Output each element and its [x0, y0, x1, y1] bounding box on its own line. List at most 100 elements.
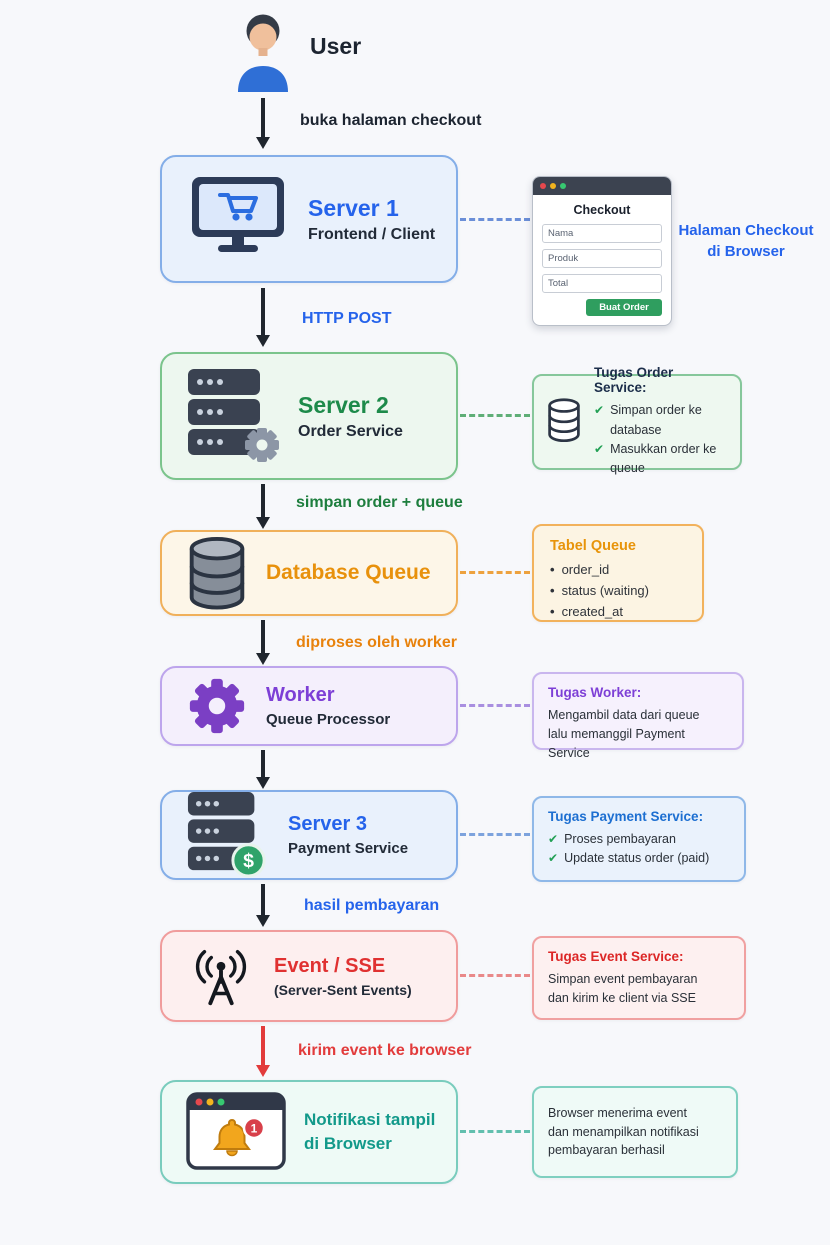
queue-column-text: status (waiting)	[561, 582, 649, 598]
window-dot-green-icon	[560, 183, 566, 189]
antenna-broadcast-icon	[186, 942, 256, 1010]
database-small-icon	[546, 397, 582, 448]
task-item: Masukkan order ke queue	[594, 440, 728, 479]
flow-arrow-3	[256, 484, 270, 529]
flow-arrow-1	[256, 98, 270, 149]
node-server2: Server 2 Order Service	[160, 352, 458, 480]
card-title: Tugas Payment Service:	[548, 809, 704, 824]
node-title: Server 2	[298, 391, 389, 418]
browser-notification-icon: 1	[186, 1092, 286, 1172]
bullet-icon	[550, 581, 555, 602]
window-dot-red-icon	[540, 183, 546, 189]
node-subtitle: Frontend / Client	[308, 225, 436, 243]
flow-arrow-5	[256, 750, 270, 789]
user-avatar-icon	[230, 10, 296, 97]
window-dot-yellow-icon	[550, 183, 556, 189]
flow-arrow-7	[256, 1026, 270, 1077]
node-server1: Server 1 Frontend / Client	[160, 155, 458, 283]
node-title: Worker	[266, 684, 335, 706]
node-database-queue: Database Queue	[160, 530, 458, 616]
notification-badge: 1	[251, 1122, 258, 1136]
card-text-line: dan kirim ke client via SSE	[548, 990, 696, 1005]
card-text-line: Mengambil data dari queue	[548, 708, 700, 722]
task-item-text: Proses pembayaran	[564, 832, 676, 846]
card-order-service: Tugas Order Service: Simpan order ke dat…	[532, 365, 742, 475]
connector-worker	[460, 704, 530, 707]
caption-line: di Browser	[707, 243, 785, 260]
card-browser-notification: Browser menerima event dan menampilkan n…	[532, 1086, 738, 1178]
node-subtitle: (Server-Sent Events)	[274, 981, 412, 998]
gear-icon	[186, 675, 248, 737]
card-text-line: pembayaran berhasil	[548, 1143, 665, 1158]
arrow-label-payment-result: hasil pembayaran	[304, 897, 440, 914]
check-icon	[594, 401, 604, 420]
arrow-label-send-event: kirim event ke browser	[298, 1042, 472, 1059]
node-subtitle: Order Service	[298, 422, 403, 440]
bullet-icon	[550, 560, 555, 581]
task-item: Proses pembayaran	[548, 830, 730, 849]
arrow-label-worker-process: diproses oleh worker	[296, 634, 457, 651]
card-payment-service: Tugas Payment Service: Proses pembayaran…	[532, 796, 746, 882]
flow-arrow-4	[256, 620, 270, 665]
dollar-glyph: $	[243, 850, 254, 872]
check-icon	[594, 440, 604, 459]
card-title: Tabel Queue	[550, 538, 636, 554]
task-item: Simpan order ke database	[594, 401, 728, 440]
database-icon	[186, 536, 248, 610]
nama-field: Nama	[542, 224, 662, 243]
arrow-label-save-queue: simpan order + queue	[296, 494, 463, 511]
node-title: Server 3	[288, 813, 367, 835]
card-worker-task: Tugas Worker: Mengambil data dari queue …	[532, 672, 744, 760]
task-item-text: Update status order (paid)	[564, 851, 710, 866]
caption-line: Halaman Checkout	[678, 222, 814, 239]
task-item-text: Simpan order ke database	[610, 403, 702, 437]
card-title: Tugas Order Service:	[594, 365, 674, 396]
queue-column-text: order_id	[561, 562, 610, 577]
bullet-icon	[550, 602, 555, 623]
connector-server2	[460, 414, 530, 417]
queue-column: order_id	[550, 560, 686, 581]
browser-titlebar	[533, 177, 671, 195]
node-subtitle: Queue Processor	[266, 711, 391, 728]
connector-server1	[460, 218, 530, 221]
connector-notif	[460, 1130, 530, 1133]
node-title: Notifikasi tampil	[304, 1110, 436, 1129]
flow-arrow-6	[256, 884, 270, 927]
arrow-label-open-checkout: buka halaman checkout	[300, 112, 482, 129]
card-queue-table: Tabel Queue order_id status (waiting) cr…	[532, 524, 704, 622]
server-dollar-icon: $	[186, 790, 270, 880]
total-field: Total	[542, 274, 662, 293]
checkout-browser-mockup: Checkout Nama Produk Total Buat Order	[532, 176, 672, 326]
queue-column: created_at	[550, 602, 686, 623]
node-notification-browser: 1 Notifikasi tampil di Browser	[160, 1080, 458, 1184]
node-subtitle: di Browser	[304, 1134, 392, 1153]
card-text-line: Browser menerima event	[548, 1105, 687, 1120]
task-item-text: Masukkan order ke queue	[610, 442, 717, 476]
produk-field: Produk	[542, 249, 662, 268]
node-worker: Worker Queue Processor	[160, 666, 458, 746]
node-event-sse: Event / SSE (Server-Sent Events)	[160, 930, 458, 1022]
card-text-line: Simpan event pembayaran	[548, 972, 698, 986]
node-server3: $ Server 3 Payment Service	[160, 790, 458, 880]
user-block: User	[230, 10, 361, 97]
flow-arrow-2	[256, 288, 270, 347]
card-event-service: Tugas Event Service: Simpan event pembay…	[532, 936, 746, 1020]
queue-column: status (waiting)	[550, 581, 686, 602]
arrow-label-http-post: HTTP POST	[302, 310, 392, 327]
checkout-form-title: Checkout	[573, 203, 631, 217]
queue-column-text: created_at	[561, 603, 623, 619]
task-item: Update status order (paid)	[548, 849, 730, 868]
user-label: User	[310, 33, 362, 59]
connector-event	[460, 974, 530, 977]
connector-payment	[460, 833, 530, 836]
server-gear-icon	[186, 367, 280, 465]
card-title: Tugas Worker:	[548, 685, 642, 700]
buat-order-button: Buat Order	[586, 299, 662, 316]
monitor-cart-icon	[186, 175, 290, 263]
connector-queue	[460, 571, 530, 574]
checkout-caption: Halaman Checkout di Browser	[668, 220, 824, 262]
node-title: Server 1	[308, 194, 399, 221]
card-title: Tugas Event Service:	[548, 949, 684, 964]
node-subtitle: Payment Service	[288, 840, 409, 857]
